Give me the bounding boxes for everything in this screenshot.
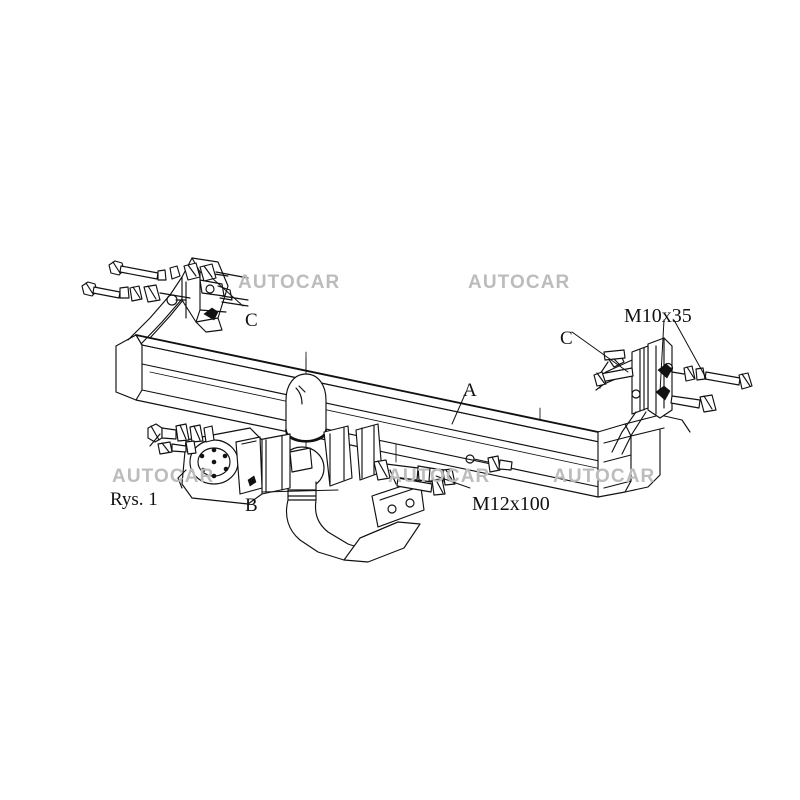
watermark-autocar-1: AUTOCAR bbox=[238, 272, 341, 293]
right-bolt-lower bbox=[670, 394, 717, 413]
right-bolt-upper bbox=[671, 365, 753, 390]
watermark-autocar-3: AUTOCAR bbox=[112, 466, 215, 487]
beam-reference-ticks bbox=[305, 351, 541, 463]
callout-label-a: A bbox=[463, 380, 477, 401]
center-right-fasteners bbox=[465, 454, 513, 473]
socket-bolt-row bbox=[147, 423, 215, 455]
callout-label-c-left: C bbox=[245, 310, 258, 331]
leader-lines bbox=[211, 277, 707, 493]
watermark-autocar-4: AUTOCAR bbox=[388, 466, 491, 487]
callout-label-c-right: C bbox=[560, 328, 573, 349]
tow-ball-assembly bbox=[257, 357, 425, 563]
electrical-socket bbox=[177, 427, 263, 505]
fastener-label-m10x35: M10x35 bbox=[624, 305, 692, 327]
m12x100-bolt bbox=[373, 459, 456, 496]
right-bolt-angled bbox=[593, 349, 634, 387]
watermark-autocar-2: AUTOCAR bbox=[468, 272, 571, 293]
watermark-autocar-5: AUTOCAR bbox=[553, 466, 656, 487]
figure-caption: Rys. 1 bbox=[110, 489, 158, 510]
fastener-label-m12x100: M12x100 bbox=[472, 493, 550, 515]
main-cross-beam bbox=[115, 334, 691, 498]
left-bolt-upper bbox=[108, 260, 249, 282]
callout-label-b: B bbox=[245, 495, 258, 516]
left-bolt-lower bbox=[81, 281, 191, 303]
right-bracket-c bbox=[595, 337, 674, 455]
